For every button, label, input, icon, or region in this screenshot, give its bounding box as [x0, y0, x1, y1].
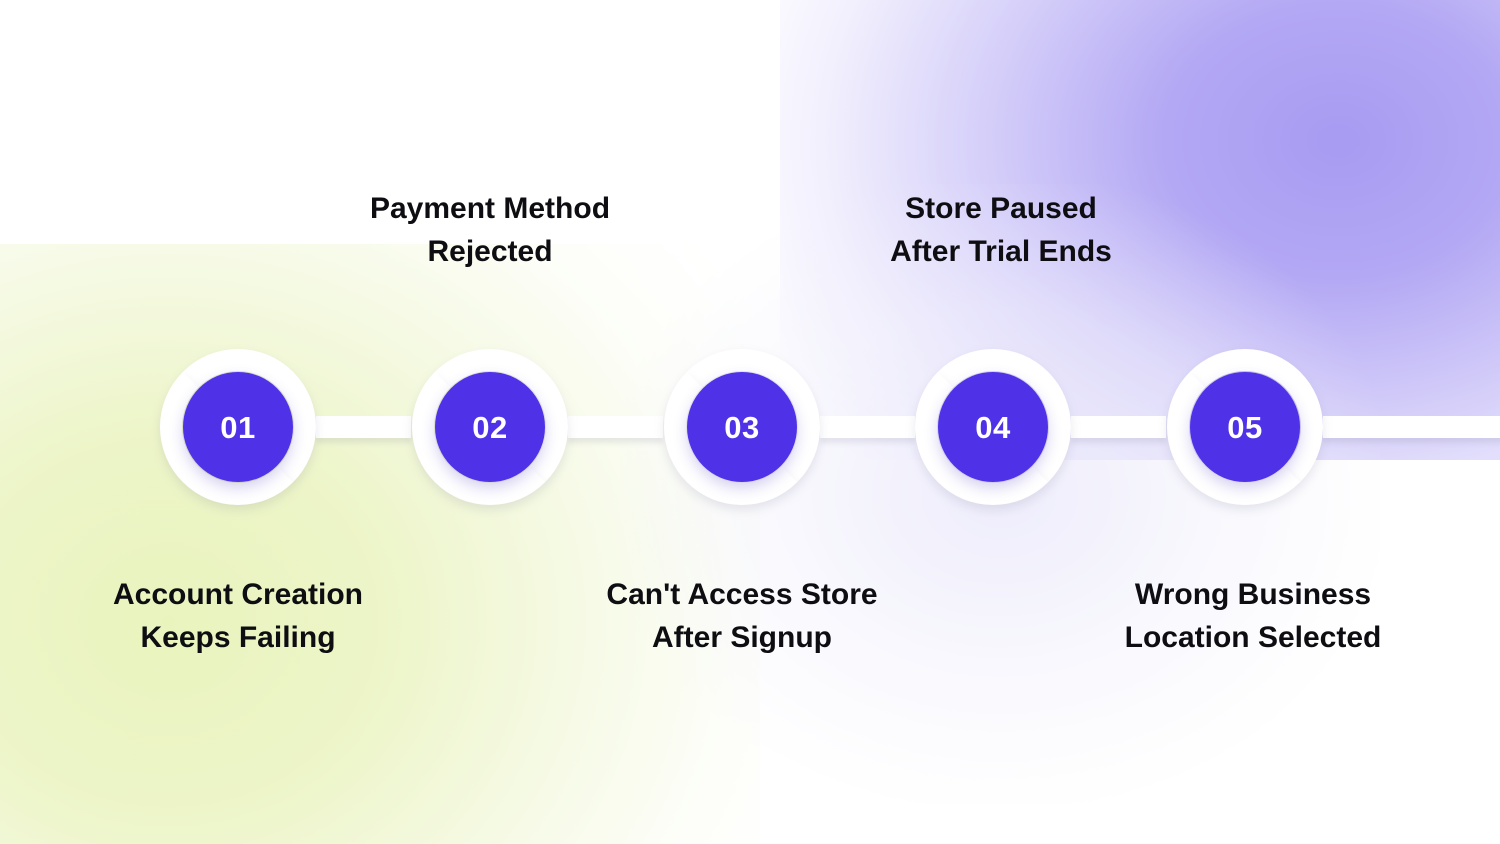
step-node-01[interactable]: 01	[183, 372, 293, 482]
connector-bar-trailing	[1323, 416, 1500, 438]
connector-bar-02-to-03	[568, 416, 663, 438]
step-number-04: 04	[975, 409, 1011, 445]
step-number-03: 03	[724, 409, 760, 445]
step-number-05: 05	[1227, 409, 1263, 445]
step-node-04[interactable]: 04	[938, 372, 1048, 482]
step-label-03: Can't Access Store After Signup	[606, 578, 878, 654]
step-label-01: Account Creation Keeps Failing	[112, 578, 364, 654]
connector-bar-04-to-05	[1071, 416, 1166, 438]
step-label-05: Wrong Business Location Selected	[1124, 578, 1382, 654]
step-node-02[interactable]: 02	[435, 372, 545, 482]
step-node-03[interactable]: 03	[687, 372, 797, 482]
connector-bar-03-to-04	[820, 416, 915, 438]
step-node-05[interactable]: 05	[1190, 372, 1300, 482]
step-label-04: Store Paused After Trial Ends	[890, 192, 1112, 268]
connector-bar-01-to-02	[316, 416, 411, 438]
step-number-02: 02	[472, 409, 508, 445]
step-number-01: 01	[220, 409, 256, 445]
step-label-02: Payment Method Rejected	[369, 192, 611, 268]
